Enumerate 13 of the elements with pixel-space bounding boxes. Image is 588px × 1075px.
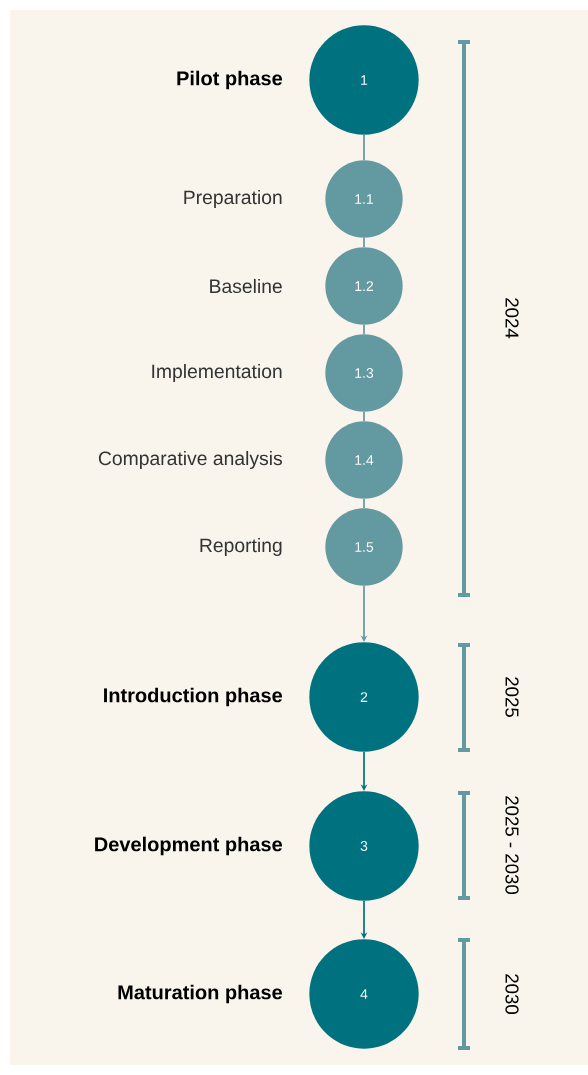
phase-label: Baseline (210, 278, 282, 294)
phase-label: Comparative analysis (98, 451, 282, 469)
phase-label: Pilot phase (177, 70, 283, 90)
year-label: 2025 - 2030 (505, 796, 519, 895)
phase-label: Maturation phase (118, 984, 283, 1004)
phase-label: Development phase (95, 836, 282, 856)
phase-label: Introduction phase (104, 687, 283, 707)
year-label: 2030 (505, 974, 519, 1015)
year-label: 2024 (505, 298, 519, 339)
phase-label: Reporting (200, 538, 282, 556)
year-label: 2025 (505, 677, 519, 717)
phase-label: Implementation (152, 364, 282, 382)
phase-label: Preparation (184, 190, 282, 208)
